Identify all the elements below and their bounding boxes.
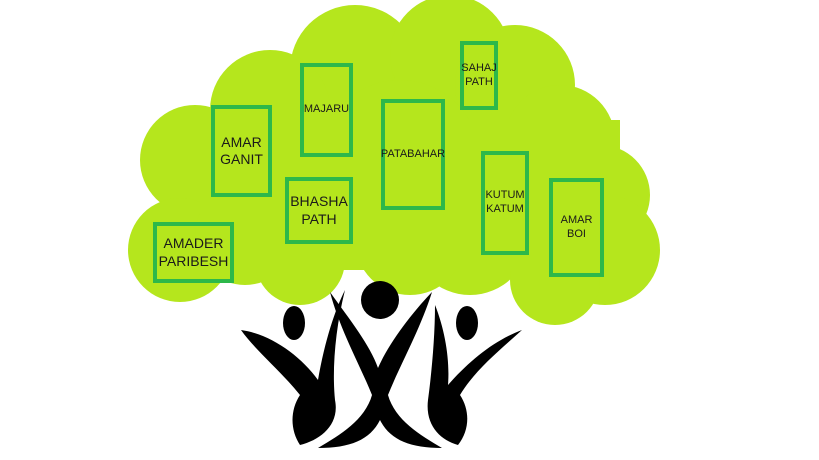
- book-sahaj-path: SAHAJ PATH: [460, 41, 498, 110]
- book-majaru: MAJARU: [300, 63, 353, 157]
- right-figure-head: [456, 306, 478, 340]
- book-label-line: BHASHA: [290, 193, 348, 209]
- book-label-line: AMADER: [163, 235, 224, 251]
- middle-figure-body: [318, 292, 442, 448]
- book-patabahar: PATABAHAR: [381, 99, 445, 210]
- book-bhasha-path: BHASHA PATH: [285, 177, 353, 244]
- book-label-line: AMAR: [560, 213, 593, 226]
- book-label-line: AMAR: [221, 133, 262, 150]
- middle-figure-head: [361, 281, 399, 319]
- book-label-line: PATABAHAR: [380, 147, 446, 160]
- book-label-line: BOI: [567, 227, 586, 240]
- book-label-line: KUTUM: [485, 189, 525, 202]
- book-amar-ganit: AMAR GANIT: [211, 105, 272, 197]
- book-amar-boi: AMAR BOI: [549, 178, 604, 277]
- book-label-line: MAJARU: [303, 103, 350, 116]
- book-label-line: GANIT: [220, 151, 263, 167]
- people-figures: [241, 281, 522, 448]
- book-label-line: PATH: [465, 75, 493, 88]
- right-figure-body: [427, 305, 522, 445]
- book-label-line: SAHAJ: [461, 61, 497, 74]
- left-figure-head: [283, 306, 305, 340]
- book-label-line: PARIBESH: [158, 252, 229, 269]
- book-kutum-katum: KUTUM KATUM: [481, 151, 529, 255]
- left-figure-body: [241, 290, 345, 445]
- book-label-line: PATH: [301, 210, 337, 227]
- book-label-line: KATUM: [486, 203, 524, 215]
- book-amader-paribesh: AMADER PARIBESH: [153, 222, 234, 283]
